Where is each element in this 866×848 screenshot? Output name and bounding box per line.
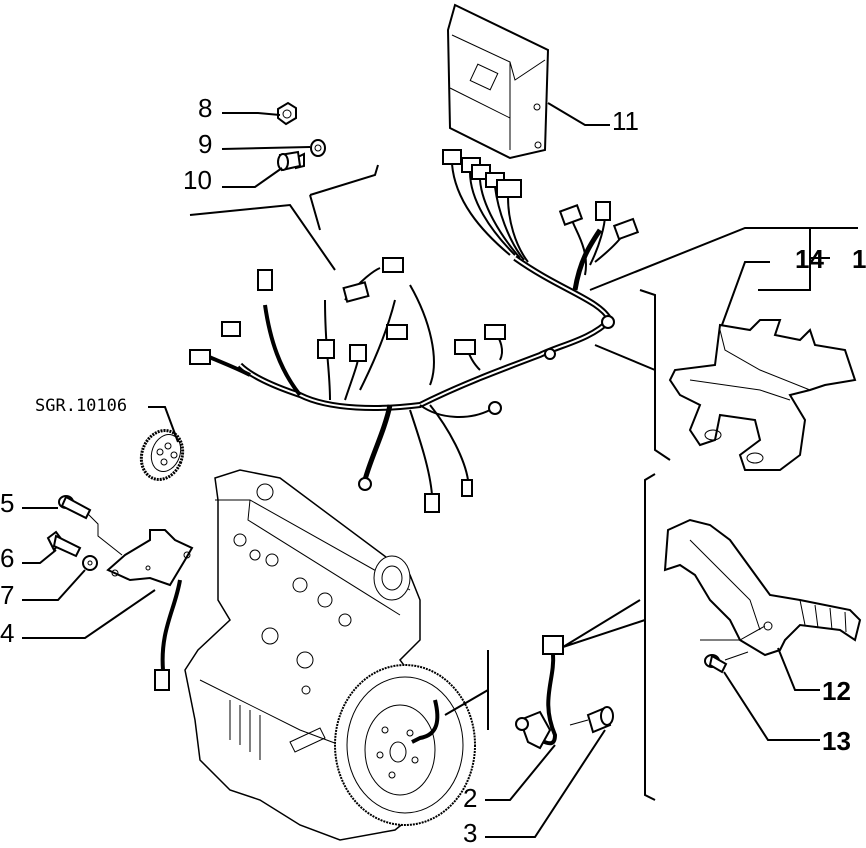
callout-10: 10 xyxy=(183,165,212,195)
leader-ref xyxy=(148,406,179,443)
flywheel xyxy=(334,664,476,826)
leader-10 xyxy=(222,167,283,188)
control-unit-part xyxy=(446,3,550,160)
sensor-axis xyxy=(569,719,589,726)
callout-14: 14 xyxy=(795,244,824,274)
leader-9 xyxy=(221,146,311,150)
screw-10 xyxy=(277,150,305,172)
leader-1-bracket-left xyxy=(594,289,671,461)
leader-11 xyxy=(547,102,610,126)
callout-12: 12 xyxy=(822,676,851,706)
callout-8: 8 xyxy=(198,93,213,123)
callout-1: 1 xyxy=(852,244,866,274)
wiring-harness xyxy=(189,201,640,513)
leader-6 xyxy=(22,549,57,564)
leader-2 xyxy=(485,744,556,801)
harness-cover-part xyxy=(668,319,857,471)
bolt5-axis xyxy=(87,513,123,556)
leader-flywheel-bracket xyxy=(444,650,489,730)
callout-3: 3 xyxy=(463,818,478,848)
bracket-bolt-part xyxy=(704,654,728,674)
callout-2: 2 xyxy=(463,783,478,813)
callout-6: 6 xyxy=(0,543,15,573)
leader-harness-left2 xyxy=(309,164,379,231)
leader-harness-left xyxy=(189,203,336,271)
washer-9 xyxy=(310,139,326,157)
nut-8 xyxy=(277,101,297,126)
leader-4 xyxy=(22,589,156,639)
callout-4: 4 xyxy=(0,618,15,648)
callout-11: 11 xyxy=(612,106,639,136)
leader-3 xyxy=(485,729,606,838)
leader-12 xyxy=(777,647,820,691)
callout-5: 5 xyxy=(0,488,15,518)
leader-13 xyxy=(723,671,820,741)
leader-sensor-bracket xyxy=(562,473,656,801)
ecu-connectors xyxy=(442,149,529,263)
bolt13-axis xyxy=(700,625,766,661)
rpm-sensor-part xyxy=(515,635,564,750)
callout-7: 7 xyxy=(0,580,15,610)
sensor-bolt-part xyxy=(586,706,614,734)
harness-support-part xyxy=(663,518,862,657)
leader-8 xyxy=(222,112,281,116)
leader-1-bracket xyxy=(589,227,858,291)
timing-gear xyxy=(139,429,185,481)
reference-code: SGR.10106 xyxy=(35,396,128,416)
leader-14 xyxy=(721,261,770,326)
bolt-5 xyxy=(58,495,92,520)
callout-9: 9 xyxy=(198,129,213,159)
bolt-6 xyxy=(46,530,82,558)
leader-7 xyxy=(22,569,86,601)
washer-7 xyxy=(82,555,98,571)
sensor-bracket-part xyxy=(106,529,194,691)
callout-13: 13 xyxy=(822,726,851,756)
